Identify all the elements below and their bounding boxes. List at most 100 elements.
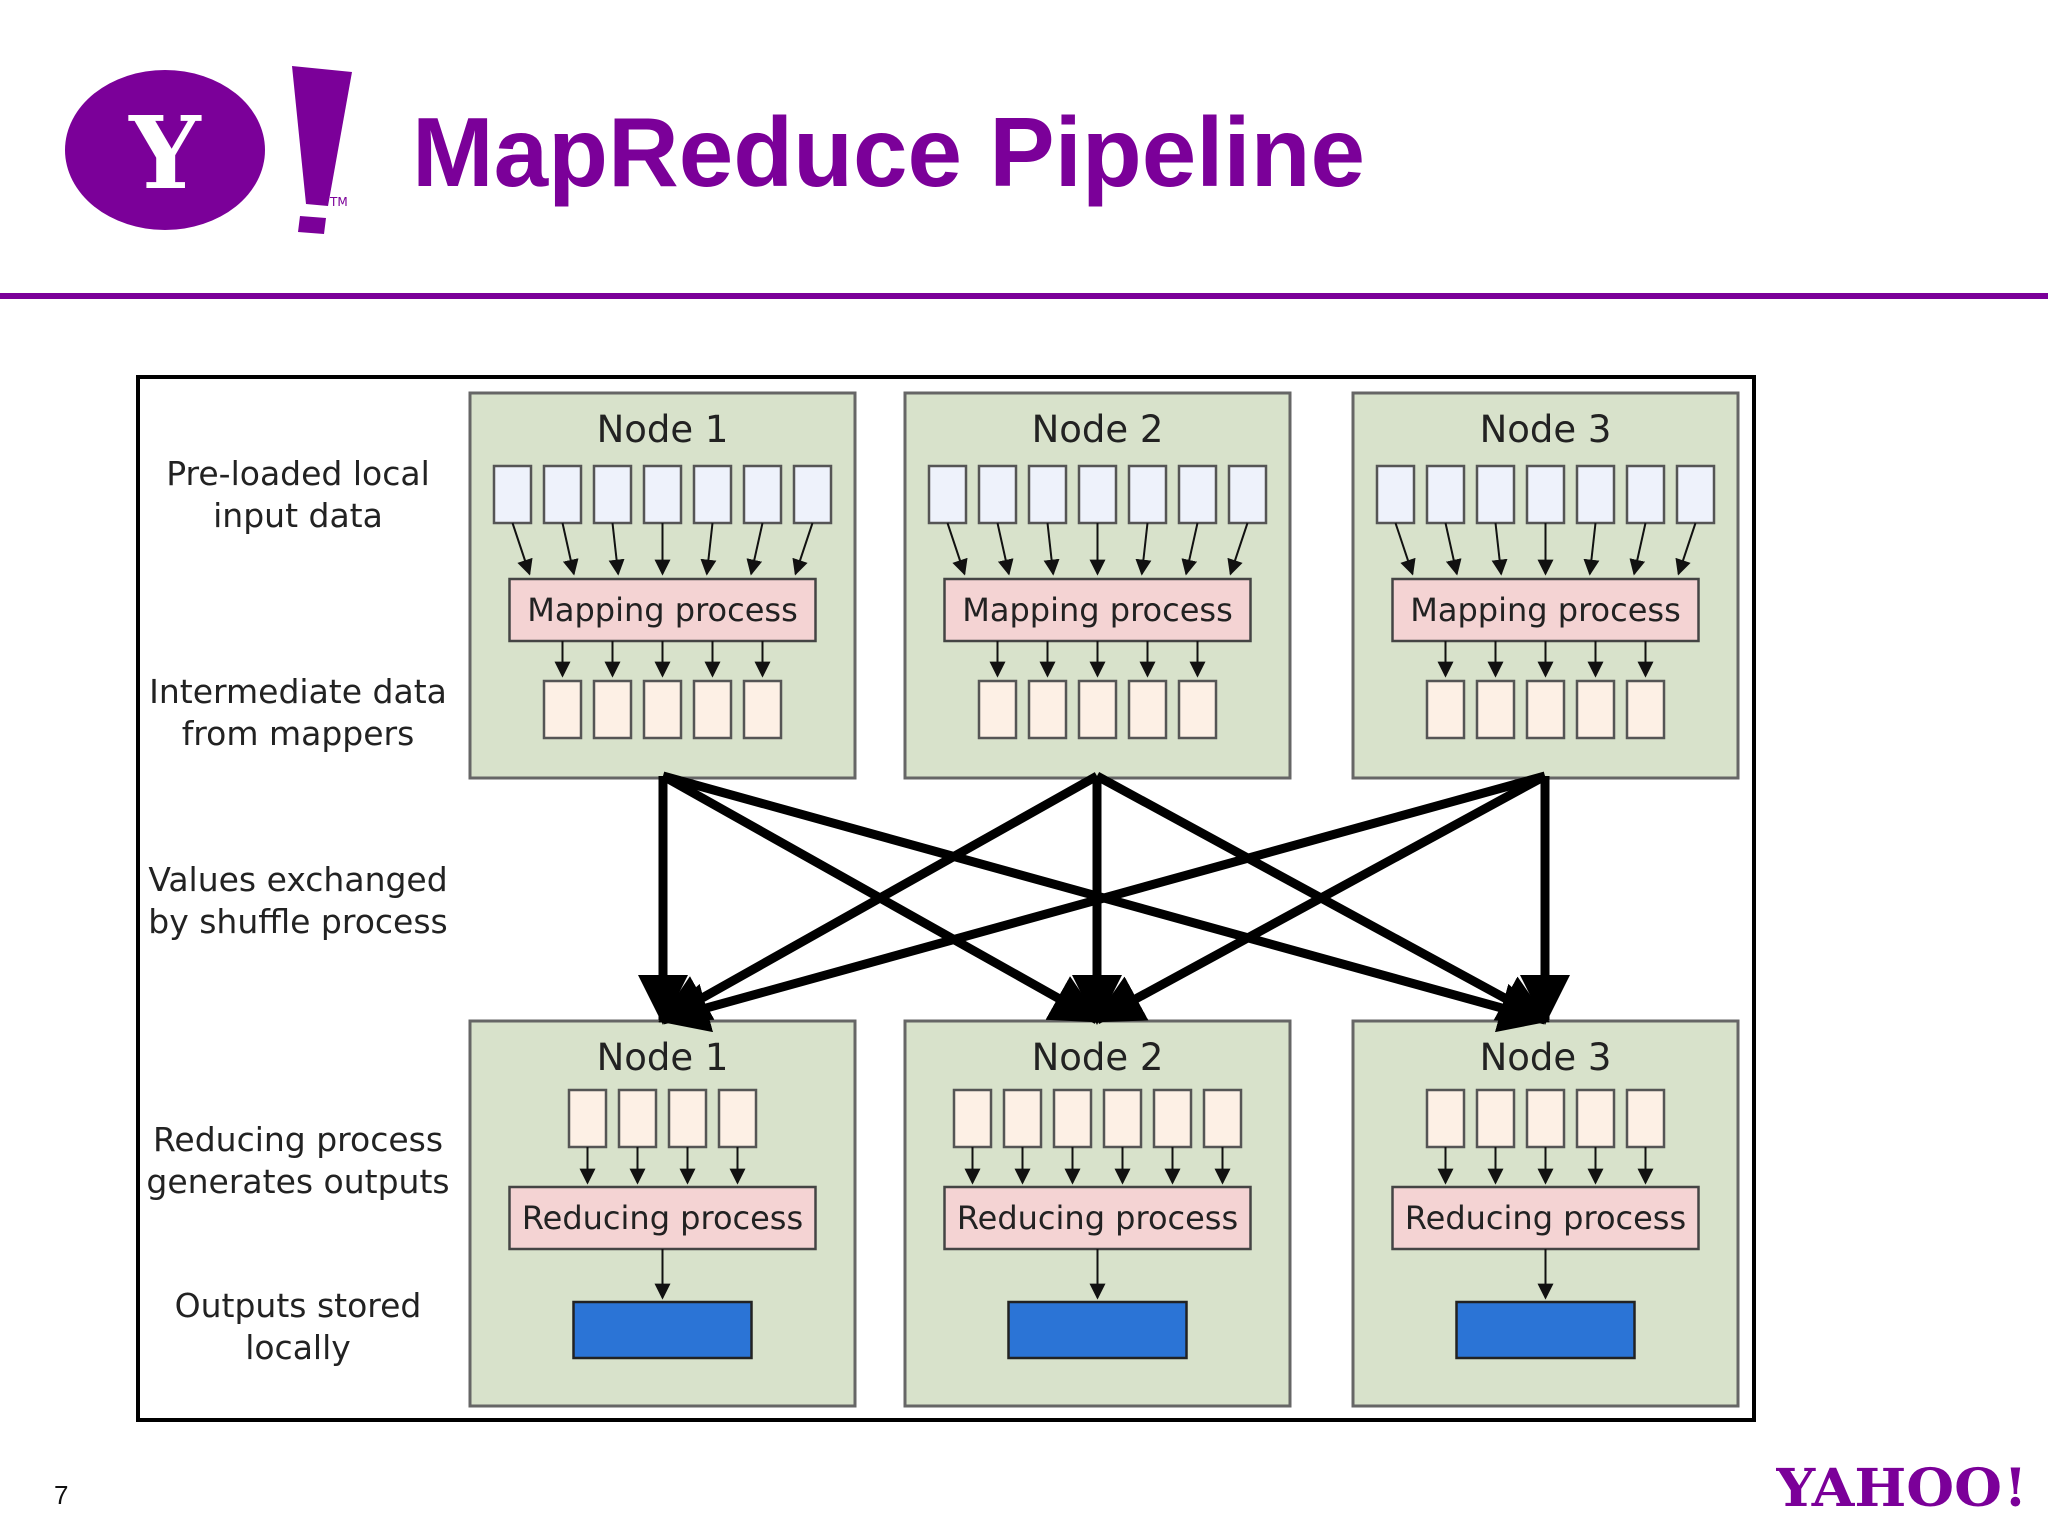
intermediate-data-block: [692, 679, 733, 740]
input-data-block: [1475, 464, 1516, 525]
input-data-block: [1375, 464, 1416, 525]
row-label-5-line-2: locally: [245, 1328, 351, 1367]
reduce-node-2: Node 2 Reducing process: [903, 1019, 1292, 1408]
mapping-process-box-label: Mapping process: [1410, 591, 1680, 629]
yahoo-wordmark-icon: YAHOO !: [1776, 1458, 2027, 1516]
input-arrow: [1394, 522, 1416, 576]
map-node-title: Node 1: [597, 408, 729, 451]
input-data-block: [1625, 464, 1666, 525]
input-data-block: [1027, 464, 1068, 525]
reduce-nodes: Node 1 Reducing process Node 2 Reducing pro…: [468, 1019, 1740, 1408]
reduce-input-block: [1002, 1088, 1043, 1149]
input-data-block: [692, 464, 733, 525]
input-data-block: [1675, 464, 1716, 525]
mapping-process-box: [943, 577, 1252, 643]
shuffle-arrow-3-to-2: [1092, 772, 1548, 1024]
mapping-process-box-label: Mapping process: [962, 591, 1232, 629]
intermediate-data-block: [1127, 679, 1168, 740]
reducing-process-box: [508, 1185, 817, 1251]
input-arrow: [792, 522, 814, 576]
input-data-block: [492, 464, 533, 525]
reduce-input-block: [1202, 1088, 1243, 1149]
input-data-block: [1227, 464, 1268, 525]
logo-letter: Y: [128, 94, 202, 212]
title-divider: [0, 293, 2048, 299]
reducing-process-box-label: Reducing process: [522, 1199, 803, 1237]
intermediate-data-block: [1425, 679, 1466, 740]
input-arrow: [746, 522, 764, 576]
intermediate-data-block: [592, 679, 633, 740]
row-label-5-line-1: Outputs stored: [175, 1286, 422, 1325]
input-arrow: [561, 522, 579, 576]
row-label-1-line-1: Pre-loaded local: [166, 454, 430, 493]
reduce-node-title: Node 2: [1032, 1036, 1164, 1079]
intermediate-data-block: [642, 679, 683, 740]
reduce-input-block: [617, 1088, 658, 1149]
input-data-block: [642, 464, 683, 525]
shuffle-arrows: [638, 771, 1570, 1033]
mapping-process-box: [1391, 577, 1700, 643]
input-arrow: [1491, 522, 1508, 576]
row-label-3-line-1: Values exchanged: [148, 860, 447, 899]
reduce-node-1: Node 1 Reducing process: [468, 1019, 857, 1408]
intermediate-data-block: [1027, 679, 1068, 740]
map-nodes: Node 1 Mapping process Node 2 Mapping proce…: [468, 391, 1740, 780]
intermediate-data-block: [1575, 679, 1616, 740]
input-arrow: [700, 522, 717, 576]
reduce-input-block: [1575, 1088, 1616, 1149]
page-number: 7: [54, 1480, 69, 1510]
reduce-input-block: [1625, 1088, 1666, 1149]
intermediate-data-block: [1475, 679, 1516, 740]
row-label-4-line-1: Reducing process: [153, 1120, 443, 1159]
intermediate-data-block: [1625, 679, 1666, 740]
mapping-process-box: [508, 577, 817, 643]
input-arrow: [1227, 522, 1249, 576]
row-label-4-line-2: generates outputs: [146, 1162, 449, 1201]
row-label-1-line-2: input data: [213, 496, 383, 535]
input-arrow: [1135, 522, 1152, 576]
reducing-process-box-label: Reducing process: [1405, 1199, 1686, 1237]
reducing-process-box-label: Reducing process: [957, 1199, 1238, 1237]
reduce-input-block: [1152, 1088, 1193, 1149]
reduce-input-block: [567, 1088, 608, 1149]
input-data-block: [977, 464, 1018, 525]
intermediate-data-block: [1525, 679, 1566, 740]
reduce-input-block: [1425, 1088, 1466, 1149]
reducing-process-box: [1391, 1185, 1700, 1251]
reduce-input-block: [667, 1088, 708, 1149]
output-block: [572, 1300, 753, 1360]
row-label-2-line-1: Intermediate data: [149, 672, 447, 711]
intermediate-data-block: [1077, 679, 1118, 740]
reducing-process-box: [943, 1185, 1252, 1251]
input-data-block: [742, 464, 783, 525]
input-arrow: [1629, 522, 1647, 576]
input-arrow: [511, 522, 533, 576]
input-arrow: [1043, 522, 1060, 576]
input-data-block: [1525, 464, 1566, 525]
reduce-node-title: Node 1: [597, 1036, 729, 1079]
logo-tm: TM: [329, 195, 348, 209]
input-data-block: [792, 464, 833, 525]
input-arrow: [608, 522, 625, 576]
input-arrow: [996, 522, 1014, 576]
slide-title: MapReduce Pipeline: [412, 97, 1366, 207]
input-arrow: [1444, 522, 1462, 576]
input-data-block: [592, 464, 633, 525]
input-data-block: [1177, 464, 1218, 525]
shuffle-arrow-3-to-1: [658, 771, 1547, 1033]
input-arrow: [1583, 522, 1600, 576]
reduce-input-block: [1525, 1088, 1566, 1149]
reduce-node-title: Node 3: [1480, 1036, 1612, 1079]
yahoo-y-logo-icon: Y TM: [65, 66, 352, 234]
map-node-title: Node 2: [1032, 408, 1164, 451]
output-block: [1007, 1300, 1188, 1360]
row-label-2-line-2: from mappers: [182, 714, 415, 753]
input-arrow: [1675, 522, 1697, 576]
map-node-2: Node 2 Mapping process: [903, 391, 1292, 780]
intermediate-data-block: [542, 679, 583, 740]
shuffle-arrow-2-to-1: [658, 772, 1100, 1024]
input-data-block: [927, 464, 968, 525]
input-data-block: [1127, 464, 1168, 525]
